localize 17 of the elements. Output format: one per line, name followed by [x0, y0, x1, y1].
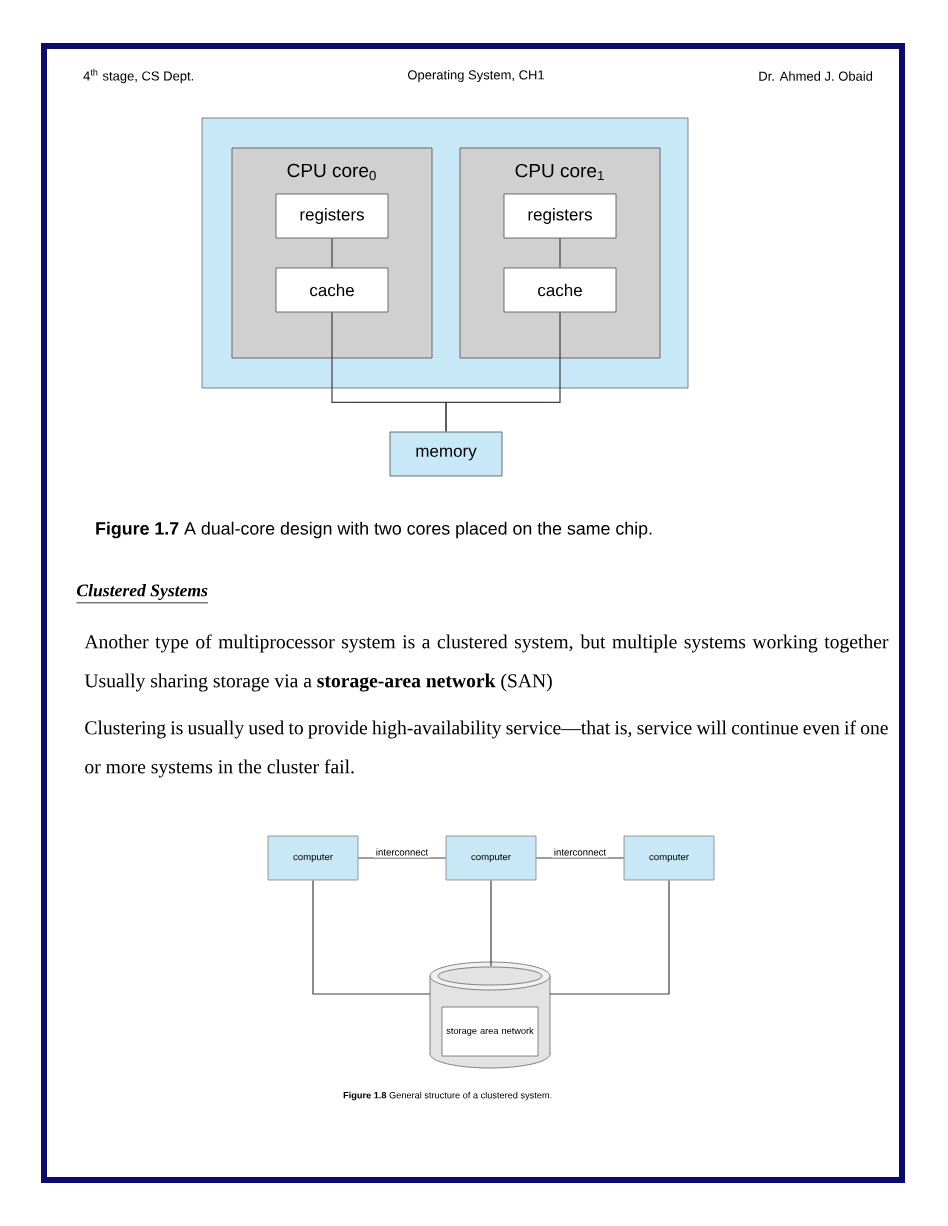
connector-line — [357, 857, 447, 859]
component-box: cache — [275, 267, 389, 313]
component-box: cache — [503, 267, 617, 313]
connector-line — [559, 237, 561, 269]
paragraph: Clustering is usually used to provide high-availability service—that is, service will continue even if one or more systems in the cluster fail. — [85, 720, 888, 778]
connector-line — [445, 311, 561, 433]
memory-box: memory — [389, 431, 503, 477]
connector-line — [312, 879, 431, 995]
connector-line — [535, 857, 625, 859]
connector-line — [331, 237, 333, 269]
paragraph: Another type of multiprocessor system is a clustered system, but multiple systems working together Usually sharing storage via a storage-area network (SAN) — [84, 634, 889, 692]
component-box: registers — [503, 193, 617, 239]
figure-caption: Figure 1.7 A dual-core design with two cores placed on the same chip. — [96, 521, 652, 539]
connector-line — [490, 879, 492, 967]
component-box: registers — [275, 193, 389, 239]
section-heading: Clustered Systems — [76, 584, 209, 604]
connector-line — [549, 879, 670, 995]
